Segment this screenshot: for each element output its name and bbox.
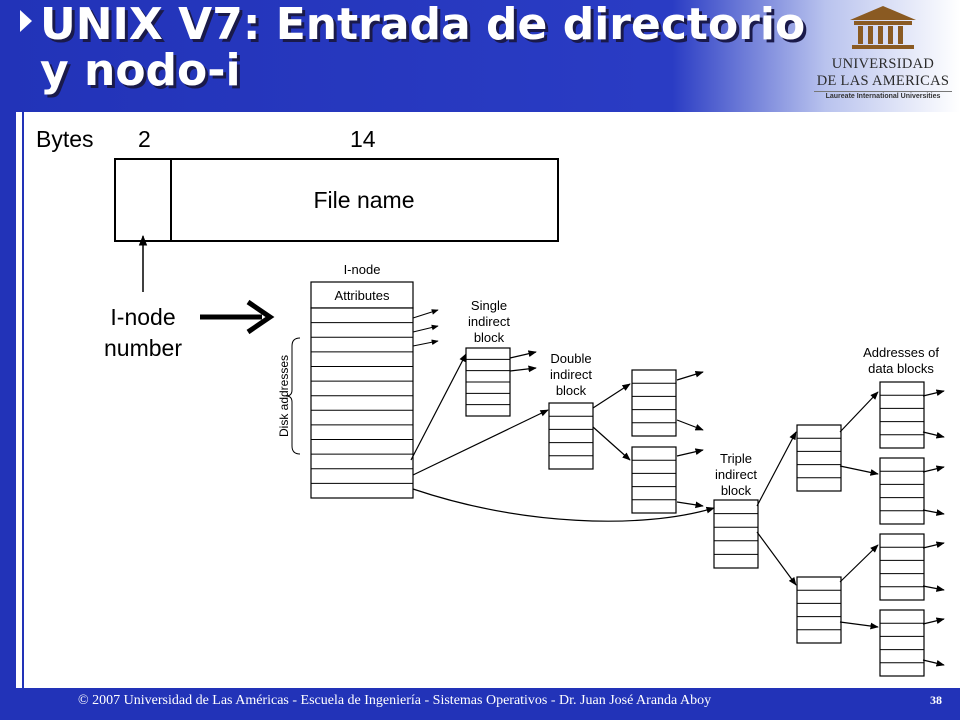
inode-number-label-2: number bbox=[104, 335, 182, 361]
left-accent-line bbox=[22, 112, 24, 688]
double-label-2: indirect bbox=[550, 367, 592, 382]
triple-indirect-block bbox=[713, 499, 759, 569]
building-icon bbox=[850, 6, 916, 49]
data-blocks-label-1: Addresses of bbox=[863, 345, 939, 360]
double-label-3: block bbox=[556, 383, 587, 398]
triple-child-block-2 bbox=[796, 576, 842, 644]
disk-addresses-brace bbox=[285, 337, 301, 455]
double-child-block-1 bbox=[631, 369, 677, 437]
title-bullet-icon bbox=[20, 10, 32, 32]
left-accent-bar bbox=[0, 112, 16, 688]
inode-address-rows bbox=[310, 307, 414, 499]
inode-title: I-node bbox=[344, 262, 381, 277]
single-indirect-block bbox=[465, 347, 511, 417]
data-blocks-label-2: data blocks bbox=[868, 361, 934, 376]
data-block-2 bbox=[879, 457, 925, 525]
inode-direct-arrows bbox=[412, 309, 439, 347]
inode-address-table bbox=[310, 307, 414, 499]
directory-entry bbox=[114, 158, 559, 242]
slide-title-line2: y nodo-i bbox=[40, 45, 241, 96]
single-label-3: block bbox=[474, 330, 505, 345]
single-label-2: indirect bbox=[468, 314, 510, 329]
disk-addresses-label: Disk addresses bbox=[277, 355, 291, 437]
triple-label-3: block bbox=[721, 483, 752, 498]
footer-text: © 2007 Universidad de Las Américas - Esc… bbox=[78, 693, 712, 708]
slide-title-line1: UNIX V7: Entrada de directorio bbox=[40, 0, 806, 50]
university-logo: UNIVERSIDAD DE LAS AMERICAS Laureate Int… bbox=[808, 4, 958, 104]
logo-line3: Laureate International Universities bbox=[814, 91, 952, 100]
file-name-field: File name bbox=[314, 187, 415, 213]
double-label-1: Double bbox=[550, 351, 591, 366]
double-child-block-2 bbox=[631, 446, 677, 514]
pointer-arrows bbox=[410, 350, 945, 667]
slide-header bbox=[0, 0, 960, 112]
bytes-name-size: 14 bbox=[350, 126, 376, 152]
single-label-1: Single bbox=[471, 298, 507, 313]
inode-attributes-box bbox=[310, 281, 414, 309]
bytes-label: Bytes bbox=[36, 126, 94, 152]
triple-label-2: indirect bbox=[715, 467, 757, 482]
data-block-3 bbox=[879, 533, 925, 601]
indirect-blocks bbox=[465, 347, 925, 677]
triple-label-1: Triple bbox=[720, 451, 752, 466]
data-block-4 bbox=[879, 609, 925, 677]
inode-attributes: Attributes bbox=[335, 288, 390, 303]
double-indirect-block bbox=[548, 402, 594, 470]
logo-line2: DE LAS AMERICAS bbox=[816, 73, 950, 89]
data-block-1 bbox=[879, 381, 925, 449]
inode-number-label-1: I-node bbox=[110, 304, 175, 330]
page-number: 38 bbox=[930, 693, 942, 707]
logo-line1: UNIVERSIDAD bbox=[831, 56, 935, 72]
bytes-inode-size: 2 bbox=[138, 126, 151, 152]
slide-footer: © 2007 Universidad de Las Américas - Esc… bbox=[0, 688, 960, 720]
big-arrow-icon bbox=[200, 299, 275, 335]
triple-child-block-1 bbox=[796, 424, 842, 492]
